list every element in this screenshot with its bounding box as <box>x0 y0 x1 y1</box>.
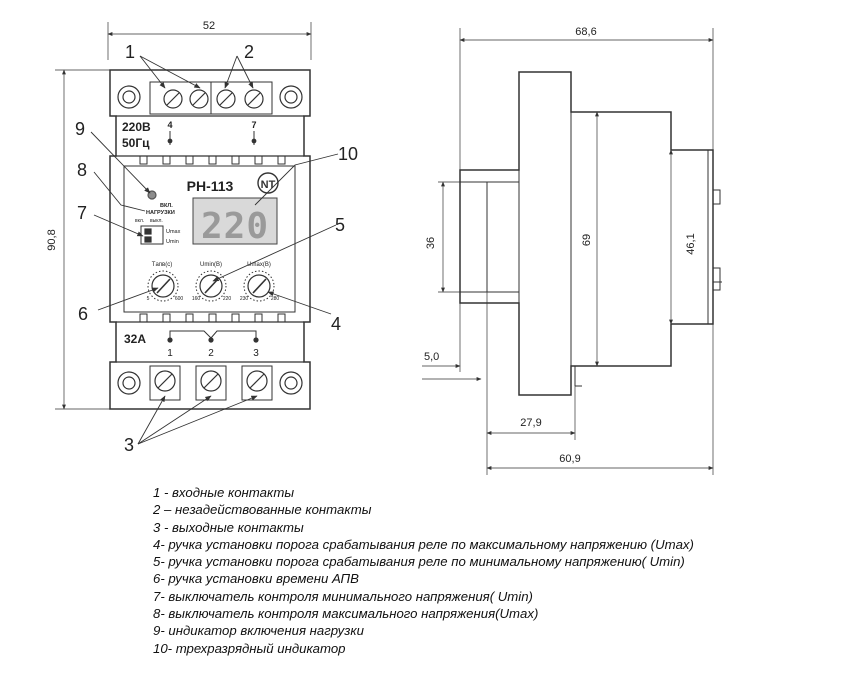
knob-tapv-label: Tапв(с) <box>152 262 172 268</box>
legend-item-5: 5- ручка установки порога срабатывания р… <box>153 554 685 570</box>
dim-width-label: 52 <box>203 20 215 32</box>
front-panel: РН-113 NT ВКЛ. НАГРУЗКИ 220 вкл. выкл. U… <box>123 165 296 313</box>
switch-off-label: выкл. <box>150 218 163 224</box>
voltage-label: 220В <box>122 120 151 134</box>
legend-item-4: 4- ручка установки порога срабатывания р… <box>153 536 694 552</box>
frequency-label: 50Гц <box>122 136 150 150</box>
svg-text:NT: NT <box>261 179 276 191</box>
dim-height: 90,8 <box>46 69 115 410</box>
legend-item-6: 6- ручка установки времени АПВ <box>153 571 359 587</box>
legend-item-2: 2 – незадействованные контакты <box>153 502 372 518</box>
callout-4: 4 <box>331 314 341 334</box>
current-label: 32А <box>124 332 146 346</box>
legend-item-10: 10- трехразрядный индикатор <box>153 640 346 656</box>
knob-umax-min: 230 <box>240 296 249 302</box>
knob-umin[interactable]: Umin(В) 160 220 <box>192 262 232 302</box>
dim-69-label: 69 <box>581 234 593 246</box>
top-terminal-block <box>117 81 303 115</box>
knob-umin-label: Umin(В) <box>200 262 222 268</box>
bottom-terminal-block <box>117 365 303 401</box>
top-label-band: 220В 50Гц 4 7 <box>116 115 304 323</box>
dim-27-9-label: 27,9 <box>520 417 541 429</box>
switch-umax-toggle[interactable] <box>144 228 152 235</box>
dim-5-label: 5,0 <box>424 351 439 363</box>
legend-item-3: 3 - выходные контакты <box>153 519 304 535</box>
dim-46-1-label: 46,1 <box>685 233 697 254</box>
legend-item-1: 1 - входные контакты <box>153 485 295 500</box>
dim-60-9-label: 60,9 <box>559 453 580 465</box>
knob-umax-max: 280 <box>271 296 280 302</box>
knob-umax-label: Umax(В) <box>247 262 271 268</box>
brand-logo: NT <box>257 172 279 194</box>
side-view: 68,6 36 69 46,1 5,0 <box>422 26 722 475</box>
load-indicator-label-2: НАГРУЗКИ <box>146 210 175 216</box>
housing-outline <box>109 69 311 410</box>
dim-depth: 68,6 <box>459 26 714 170</box>
knob-tapv[interactable]: Tапв(с) 5 600 <box>147 262 184 302</box>
switch-umin-label: Umin <box>166 239 179 245</box>
side-outline <box>459 71 714 396</box>
knob-tapv-min: 5 <box>147 296 150 302</box>
callout-5: 5 <box>335 215 345 235</box>
top-terminal-4-label: 4 <box>167 120 172 130</box>
callout-2: 2 <box>244 42 254 62</box>
legend-item-7: 7- выключатель контроля минимального нап… <box>153 588 533 604</box>
dim-depth-label: 68,6 <box>575 26 596 38</box>
dim-36: 36 <box>425 181 460 293</box>
callout-9: 9 <box>75 119 85 139</box>
display-digits: 220 <box>201 206 269 247</box>
dip-switch-block: вкл. выкл. Umax Umin <box>135 218 181 245</box>
display: 220 <box>192 197 278 247</box>
knob-tapv-max: 600 <box>175 296 184 302</box>
callout-10: 10 <box>338 144 358 164</box>
bottom-terminal-2-label: 2 <box>208 348 214 359</box>
dim-5: 5,0 <box>422 303 482 381</box>
dim-69: 69 <box>581 111 599 367</box>
callout-numbers: 1 2 3 4 5 6 7 8 9 10 <box>75 42 358 455</box>
legend-item-9: 9- индикатор включения нагрузки <box>153 623 364 639</box>
callout-leaders <box>90 55 339 445</box>
callout-3: 3 <box>124 435 134 455</box>
dim-height-label: 90,8 <box>46 229 58 250</box>
switch-umin-toggle[interactable] <box>144 236 152 243</box>
dim-60-9: 60,9 <box>486 324 714 475</box>
knob-umin-min: 160 <box>192 296 201 302</box>
top-terminal-7-label: 7 <box>251 120 256 130</box>
bottom-label-band: 32А 1 2 3 <box>116 321 304 363</box>
callout-8: 8 <box>77 160 87 180</box>
dim-27-9: 27,9 <box>486 292 576 475</box>
callout-7: 7 <box>77 203 87 223</box>
model-label: РН-113 <box>187 178 234 194</box>
knob-umin-max: 220 <box>223 296 232 302</box>
load-indicator-label-1: ВКЛ. <box>160 203 173 209</box>
switch-on-label: вкл. <box>135 218 144 224</box>
bottom-terminal-3-label: 3 <box>253 348 259 359</box>
dim-46-1: 46,1 <box>669 149 697 325</box>
dim-width: 52 <box>107 20 312 60</box>
knob-umax[interactable]: Umax(В) 230 280 <box>240 262 280 302</box>
callout-6: 6 <box>78 304 88 324</box>
callout-1: 1 <box>125 42 135 62</box>
legend-item-8: 8- выключатель контроля максимального на… <box>153 606 539 622</box>
front-view: 52 90,8 220В 50Гц 4 <box>46 20 358 455</box>
legend-list: 1 - входные контакты 2 – незадействованн… <box>153 484 853 657</box>
dim-36-label: 36 <box>425 237 437 249</box>
bottom-terminal-1-label: 1 <box>167 348 173 359</box>
switch-umax-label: Umax <box>166 229 181 235</box>
